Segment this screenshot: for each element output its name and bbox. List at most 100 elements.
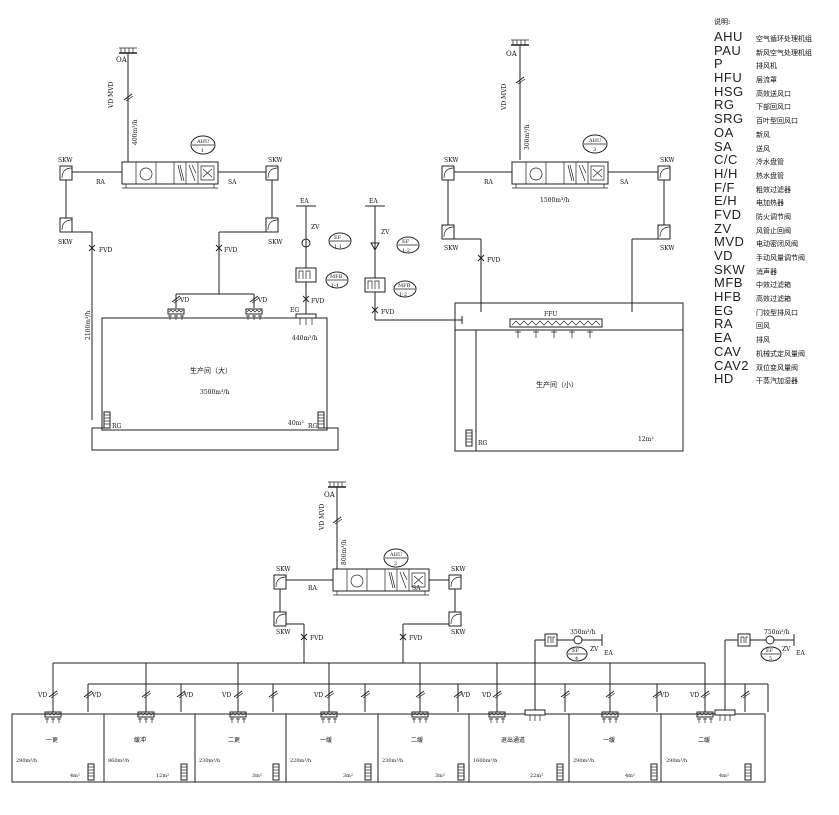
legend-code: C/C xyxy=(714,152,738,168)
sa-flow-3: 1500m³/h xyxy=(540,197,569,204)
ahu-tag-num: 1 xyxy=(201,148,204,154)
legend-code: RG xyxy=(714,97,735,113)
ef4-tag-num: 4 xyxy=(575,656,578,662)
ef5-flow: 750m³/h xyxy=(764,629,790,636)
zv-label-1: ZV xyxy=(311,224,320,231)
legend-code: HSG xyxy=(714,83,744,99)
legend-desc: 冷水盘管 xyxy=(756,158,784,167)
legend-code: P xyxy=(714,56,724,72)
skw-label-3: SKW xyxy=(58,239,73,246)
vd2-label-5: VD xyxy=(313,692,323,699)
ffu-label: FFU xyxy=(544,311,557,318)
room-name-4: 一缓 xyxy=(320,736,332,744)
fvd-label-2: FVD xyxy=(224,247,237,254)
skw-1 xyxy=(59,165,73,181)
legend-code: OA xyxy=(714,124,734,140)
ef11-num: 1-1 xyxy=(334,244,342,250)
legend-row-c-c: C/C 冷水盘管 xyxy=(714,152,836,168)
room-area-4: 3m² xyxy=(343,773,353,779)
legend-code: RA xyxy=(714,316,734,332)
legend-code: MVD xyxy=(714,234,745,250)
vd2-label-3: VD xyxy=(183,692,193,699)
legend-desc: 中效过滤箱 xyxy=(756,281,791,290)
vd-label-2: VD xyxy=(257,297,267,304)
skw-3 xyxy=(59,217,73,233)
ef4-tag-top: EF xyxy=(572,648,580,654)
room-large-flow: 3500m³/h xyxy=(200,389,229,396)
skw3-label-1: SKW xyxy=(444,157,459,164)
legend-code: PAU xyxy=(714,42,742,58)
mfb12-top: MFB xyxy=(398,283,411,289)
vd2-label-6: VD xyxy=(460,692,470,699)
mfb11-top: MFB xyxy=(330,274,343,280)
legend-code: HFU xyxy=(714,70,743,86)
skw2-label-1: SKW xyxy=(276,566,291,573)
ra-label: RA xyxy=(96,179,106,186)
ef12-top: EF xyxy=(402,239,410,245)
legend-desc: 排风 xyxy=(756,336,770,345)
skw-4 xyxy=(265,217,279,233)
vd-mvd-label: VD MVD xyxy=(108,81,115,109)
skw-label-2: SKW xyxy=(268,157,283,164)
skw2-label-3: SKW xyxy=(276,629,291,636)
room-large-name: 生产间（大） xyxy=(190,366,232,375)
oa-label-2: OA xyxy=(324,491,336,499)
rg3-label: RG xyxy=(478,440,488,447)
skw2-label-4: SKW xyxy=(451,629,466,636)
legend-desc: 双位变风量阀 xyxy=(756,363,798,372)
room-small-outer xyxy=(454,302,684,452)
legend-row-sa: SA 送风 xyxy=(714,138,836,154)
legend-code: SA xyxy=(714,138,733,154)
ef4-zv: ZV xyxy=(590,646,599,653)
legend-desc: 新风空气处理机组 xyxy=(756,48,812,57)
legend-desc: 防火调节阀 xyxy=(756,212,791,221)
legend-desc: 回风 xyxy=(756,322,770,331)
legend-desc: 手动风量调节阀 xyxy=(756,254,805,262)
legend-row-hsg: HSG 高效送风口 xyxy=(714,83,836,99)
vd2-label-8: VD xyxy=(659,692,669,699)
room-flow-1: 290m³/h xyxy=(16,758,38,764)
legend-desc: 粗效过滤器 xyxy=(756,185,791,194)
legend-desc: 送风 xyxy=(756,144,770,153)
legend-desc: 电加热器 xyxy=(756,199,784,208)
ahu3-tag-top: AHU xyxy=(588,138,601,144)
oa-label-3: OA xyxy=(506,50,518,58)
legend-desc: 机械式定风量阀 xyxy=(756,349,805,358)
legend-desc: 百叶型回风口 xyxy=(756,117,798,126)
legend-code: HD xyxy=(714,371,734,387)
mfb12-num: 1-2 xyxy=(399,292,407,298)
legend-code: F/F xyxy=(714,179,735,195)
mfb11-num: 1-1 xyxy=(331,283,339,289)
legend-desc: 热水盘管 xyxy=(756,171,784,180)
legend-title: 说明: xyxy=(714,18,731,26)
room-large-area: 40m² xyxy=(288,420,304,427)
vd-label-1: VD xyxy=(179,297,189,304)
legend-row-ra: RA 回风 xyxy=(714,316,836,332)
ef5-ea: EA xyxy=(796,650,805,657)
legend-desc: 风管止回阀 xyxy=(756,226,791,235)
room-area-1: 4m² xyxy=(70,773,80,779)
room-name-1: 一更 xyxy=(46,737,58,744)
room-area-8: 4m² xyxy=(719,773,729,779)
ef5-zv: ZV xyxy=(782,646,791,653)
fvd-label-1: FVD xyxy=(99,247,112,254)
ahu-tag xyxy=(190,135,216,155)
legend-row-f-f: F/F 粗效过滤器 xyxy=(714,179,836,195)
legend-desc: 高效送风口 xyxy=(756,89,791,98)
skw3-label-3: SKW xyxy=(444,245,459,252)
rooms-row xyxy=(11,713,766,783)
fvd-label-4: FVD xyxy=(381,309,394,316)
legend-desc: 门铰型排风口 xyxy=(756,308,798,317)
room-small-name: 生产间（小） xyxy=(536,380,578,389)
ahu2-tag-top: AHU xyxy=(389,552,402,558)
vd-mvd-label-3: VD MVD xyxy=(501,83,508,111)
eg-flow: 440m³/h xyxy=(292,335,318,342)
